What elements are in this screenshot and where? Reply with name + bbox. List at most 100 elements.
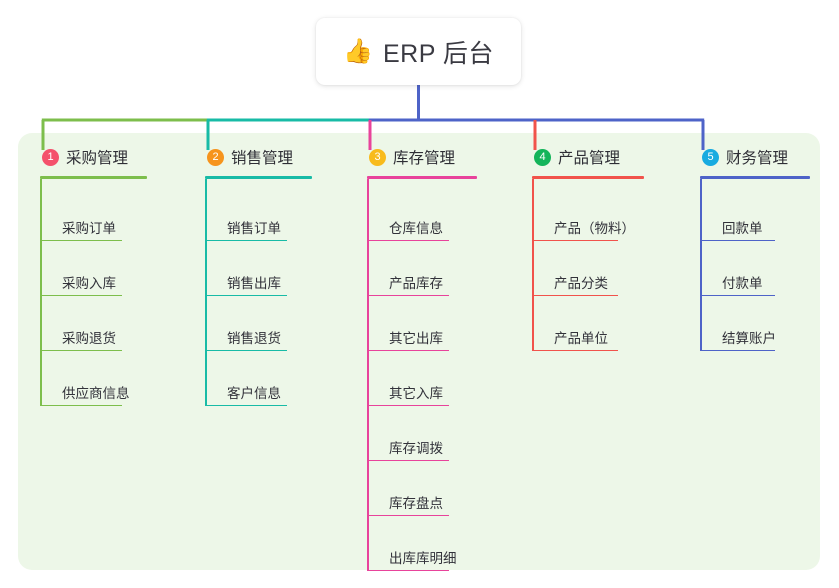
branch-item-label: 仓库信息 — [389, 221, 443, 236]
branch-item-list: 仓库信息产品库存其它出库其它入库库存调拨库存盘点出库库明细 — [367, 179, 522, 571]
branch-item[interactable]: 结算账户 — [700, 296, 820, 351]
branch-number-badge: 1 — [42, 148, 59, 166]
branch-item[interactable]: 供应商信息 — [40, 351, 190, 406]
branch-item-underline — [700, 239, 775, 241]
branch-header-underline — [367, 176, 477, 179]
branch-title: 财务管理 — [726, 150, 789, 167]
branch-spine — [532, 179, 534, 351]
branch-item-underline — [532, 349, 618, 351]
branch-item-label: 结算账户 — [722, 331, 776, 346]
branch-item[interactable]: 客户信息 — [205, 351, 355, 406]
branch-item[interactable]: 出库库明细 — [367, 516, 522, 571]
branch-item-label: 销售出库 — [227, 276, 281, 291]
branch-item[interactable]: 产品分类 — [532, 241, 692, 296]
root-title: ERP 后台 — [382, 39, 494, 68]
branch-item-underline — [532, 239, 618, 241]
branch-item[interactable]: 产品（物料） — [532, 179, 692, 241]
thumbs-up-icon: 👍 — [343, 37, 373, 65]
branch-item-underline — [367, 404, 449, 406]
branch-column-4: 4 产品管理产品（物料） 产品分类产品单位 — [532, 145, 692, 351]
branch-item[interactable]: 采购退货 — [40, 296, 190, 351]
branch-item-underline — [532, 294, 618, 296]
branch-item-list: 销售订单销售出库销售退货客户信息 — [205, 179, 355, 406]
branch-column-3: 3 库存管理仓库信息产品库存其它出库其它入库库存调拨库存盘点出库库明细 — [367, 145, 522, 571]
branch-number-badge: 3 — [369, 148, 386, 166]
branch-item[interactable]: 销售订单 — [205, 179, 355, 241]
branch-item-label: 产品单位 — [554, 331, 608, 346]
root-node[interactable]: 👍 ERP 后台 — [316, 18, 521, 85]
branch-item-label: 采购退货 — [62, 331, 116, 346]
branch-number-badge: 4 — [534, 148, 551, 166]
branch-item-underline — [205, 349, 287, 351]
branch-number-badge: 2 — [207, 148, 224, 166]
branch-title: 销售管理 — [231, 150, 294, 167]
branch-header-5[interactable]: 5 财务管理 — [700, 145, 820, 169]
branch-item-underline — [205, 404, 287, 406]
branch-item-underline — [367, 569, 449, 571]
branch-item[interactable]: 付款单 — [700, 241, 820, 296]
branch-item[interactable]: 库存调拨 — [367, 406, 522, 461]
branch-header-underline — [40, 176, 147, 179]
branch-item-label: 库存盘点 — [389, 496, 443, 511]
root-node-content: 👍 ERP 后台 — [343, 34, 494, 70]
branch-header-underline — [205, 176, 312, 179]
branch-item[interactable]: 销售退货 — [205, 296, 355, 351]
branch-spine — [40, 179, 42, 406]
branch-item-label: 库存调拨 — [389, 441, 443, 456]
branch-item-underline — [205, 294, 287, 296]
branch-column-5: 5 财务管理回款单付款单结算账户 — [700, 145, 820, 351]
branch-item-underline — [40, 404, 122, 406]
branch-header-4[interactable]: 4 产品管理 — [532, 145, 692, 169]
branch-number-badge: 5 — [702, 148, 719, 166]
branch-item-underline — [40, 349, 122, 351]
branch-header-underline — [532, 176, 644, 179]
branch-item-label: 产品（物料） — [554, 221, 635, 236]
branch-item-underline — [367, 349, 449, 351]
branch-item-label: 其它入库 — [389, 386, 443, 401]
branch-spine — [205, 179, 207, 406]
branch-column-1: 1 采购管理采购订单采购入库采购退货供应商信息 — [40, 145, 190, 406]
branch-item-underline — [40, 294, 122, 296]
branch-item-label: 供应商信息 — [62, 386, 130, 401]
branch-item-underline — [40, 239, 122, 241]
branch-item-list: 采购订单采购入库采购退货供应商信息 — [40, 179, 190, 406]
branch-item[interactable]: 采购订单 — [40, 179, 190, 241]
branch-item-label: 付款单 — [722, 276, 763, 291]
branch-item-label: 产品分类 — [554, 276, 608, 291]
branch-item-label: 回款单 — [722, 221, 763, 236]
branch-item-label: 客户信息 — [227, 386, 281, 401]
branch-header-1[interactable]: 1 采购管理 — [40, 145, 190, 169]
branch-spine — [367, 179, 369, 571]
branch-item-list: 产品（物料） 产品分类产品单位 — [532, 179, 692, 351]
branch-item-underline — [700, 349, 775, 351]
branch-spine — [700, 179, 702, 351]
branch-item[interactable]: 其它出库 — [367, 296, 522, 351]
branch-item-underline — [205, 239, 287, 241]
branch-item-label: 采购入库 — [62, 276, 116, 291]
branch-item-label: 采购订单 — [62, 221, 116, 236]
branch-item-underline — [367, 294, 449, 296]
branch-item-label: 出库库明细 — [389, 551, 457, 566]
branch-item-label: 销售订单 — [227, 221, 281, 236]
branch-item[interactable]: 库存盘点 — [367, 461, 522, 516]
branch-item[interactable]: 产品单位 — [532, 296, 692, 351]
branch-header-3[interactable]: 3 库存管理 — [367, 145, 522, 169]
branch-item-label: 销售退货 — [227, 331, 281, 346]
branch-header-2[interactable]: 2 销售管理 — [205, 145, 355, 169]
branch-title: 库存管理 — [393, 150, 456, 167]
branch-item-underline — [367, 459, 449, 461]
branch-item[interactable]: 回款单 — [700, 179, 820, 241]
branch-item[interactable]: 产品库存 — [367, 241, 522, 296]
branch-column-2: 2 销售管理销售订单销售出库销售退货客户信息 — [205, 145, 355, 406]
branch-item[interactable]: 销售出库 — [205, 241, 355, 296]
branch-item-underline — [367, 514, 449, 516]
branch-item[interactable]: 其它入库 — [367, 351, 522, 406]
branch-item-underline — [700, 294, 775, 296]
branch-item-underline — [367, 239, 449, 241]
branch-title: 产品管理 — [558, 150, 621, 167]
branch-item-label: 产品库存 — [389, 276, 443, 291]
branch-item[interactable]: 采购入库 — [40, 241, 190, 296]
diagram-background-panel — [18, 133, 820, 570]
branch-title: 采购管理 — [66, 150, 129, 167]
branch-item[interactable]: 仓库信息 — [367, 179, 522, 241]
